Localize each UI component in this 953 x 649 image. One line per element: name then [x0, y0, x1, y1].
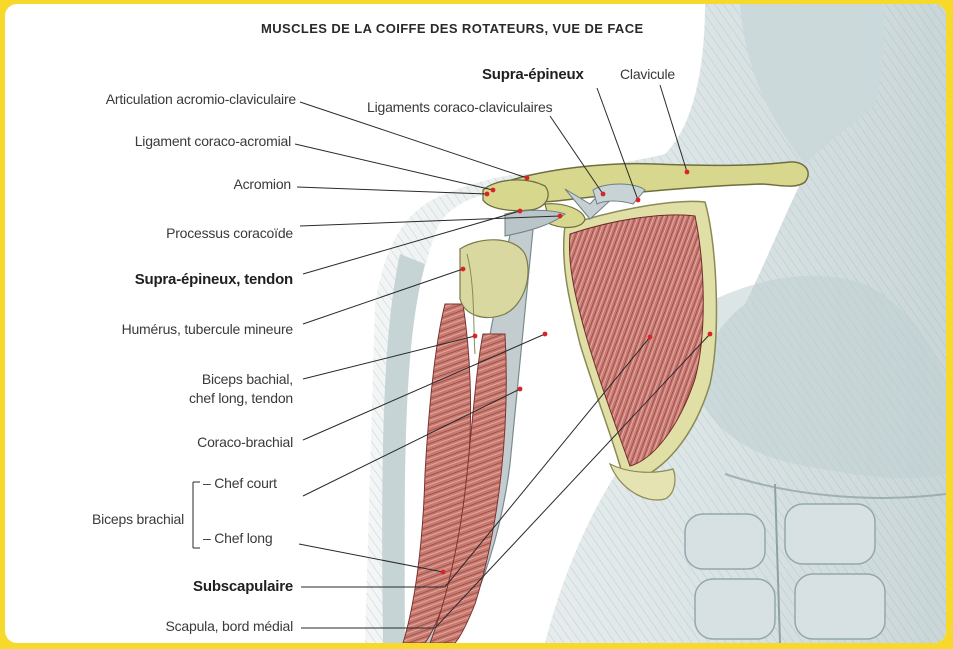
label-biceps-brachial: Biceps brachial [92, 511, 184, 527]
label-acromion: Acromion [233, 176, 291, 192]
label-processus-coracoide: Processus coracoïde [166, 225, 293, 241]
illustration-card: MUSCLES DE LA COIFFE DES ROTATEURS, VUE … [5, 4, 946, 643]
label-chef-long: – Chef long [203, 530, 272, 546]
label-biceps-bachial-line2: chef long, tendon [189, 390, 293, 406]
figure-title: MUSCLES DE LA COIFFE DES ROTATEURS, VUE … [261, 21, 644, 36]
label-scapula-bord-medial: Scapula, bord médial [165, 618, 293, 634]
label-supra-epineux: Supra-épineux [482, 66, 584, 83]
label-articulation-acromio-claviculaire: Articulation acromio-claviculaire [106, 91, 296, 107]
label-clavicule: Clavicule [620, 66, 675, 82]
label-biceps-bachial-line1: Biceps bachial, [202, 371, 293, 387]
label-coraco-brachial: Coraco-brachial [197, 434, 293, 450]
label-humerus-tubercule-mineure: Humérus, tubercule mineure [122, 321, 293, 337]
label-subscapulaire: Subscapulaire [193, 578, 293, 595]
label-chef-court: – Chef court [203, 475, 277, 491]
label-supra-epineux-tendon: Supra-épineux, tendon [135, 271, 293, 288]
label-ligament-coraco-acromial: Ligament coraco-acromial [135, 133, 291, 149]
label-ligaments-coraco-claviculaires: Ligaments coraco-claviculaires [367, 99, 552, 115]
